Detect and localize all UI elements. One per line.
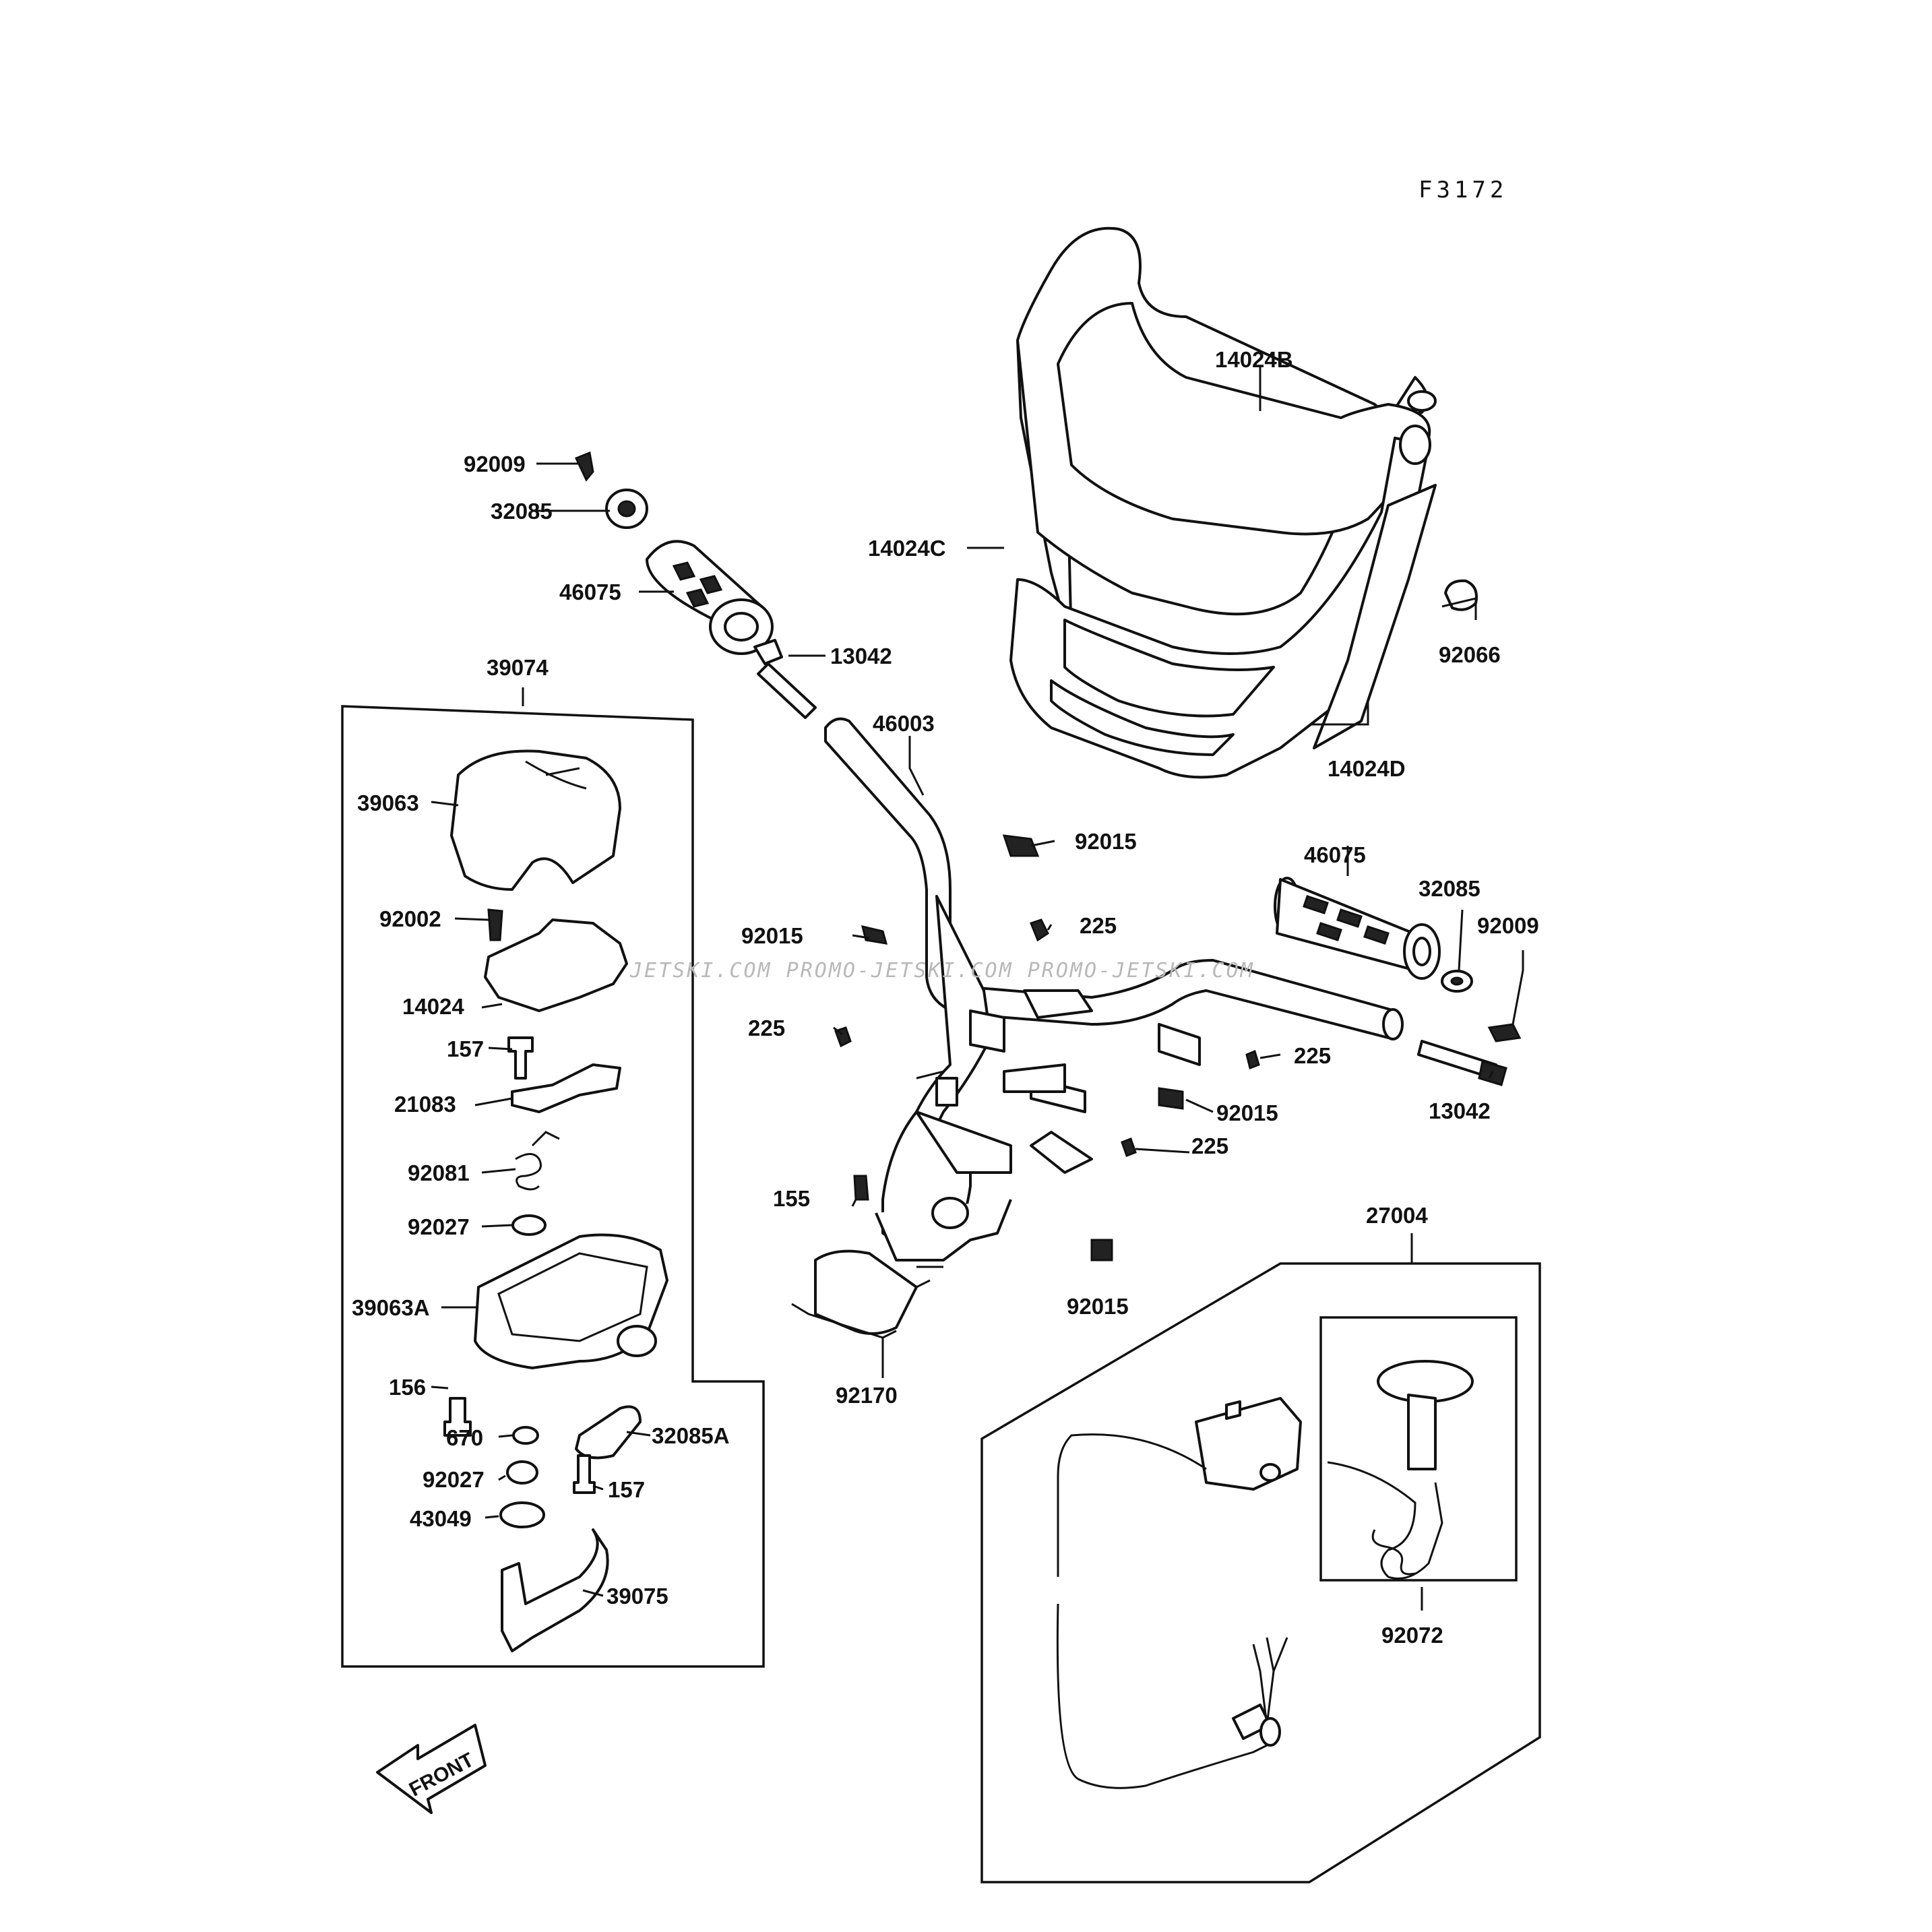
- lanyard-inner-box: [1319, 1316, 1518, 1582]
- watermark-text: JETSKI.COM PROMO-JETSKI.COM PROMO-JETSKI…: [629, 959, 1255, 983]
- label-46003: 46003: [873, 711, 935, 736]
- label-92027-a: 92027: [408, 1214, 470, 1239]
- label-92009-right: 92009: [1477, 913, 1539, 938]
- label-92009-top: 92009: [464, 451, 526, 476]
- label-670: 670: [446, 1425, 483, 1450]
- label-225-d: 225: [1191, 1133, 1228, 1158]
- label-32085-top: 32085: [491, 499, 553, 524]
- label-92015-c: 92015: [1216, 1100, 1278, 1125]
- label-43049: 43049: [410, 1506, 472, 1531]
- label-157-b: 157: [608, 1477, 645, 1502]
- bolt-157-a-drawing: [507, 1036, 534, 1080]
- fasteners-drawing: [834, 834, 1260, 1261]
- grommet-92066-drawing: [1444, 579, 1478, 611]
- label-92072: 92072: [1381, 1623, 1443, 1648]
- label-14024C: 14024C: [868, 536, 946, 561]
- bushing-92027-b-drawing: [506, 1460, 538, 1485]
- label-92002: 92002: [379, 906, 441, 931]
- left-grip-drawing: [574, 451, 817, 719]
- label-225-a: 225: [1080, 913, 1117, 938]
- label-39063: 39063: [357, 790, 419, 815]
- washer-670-drawing: [512, 1426, 539, 1445]
- screw-92002-drawing: [487, 908, 503, 941]
- throttle-cover-39063-drawing: [450, 749, 621, 891]
- label-46075-right: 46075: [1304, 842, 1366, 867]
- bolt-156-drawing: [443, 1397, 472, 1437]
- label-39075: 39075: [606, 1584, 668, 1609]
- throttle-lever-39075-drawing: [501, 1528, 609, 1652]
- clip-32085A-drawing: [575, 1405, 642, 1460]
- handlebar-frame-drawing: [824, 717, 1404, 1268]
- figure-code: F3172: [1419, 177, 1507, 204]
- stop-switch-box: [980, 1262, 1541, 1883]
- label-14024D: 14024D: [1328, 756, 1406, 781]
- gasket-14024-drawing: [484, 918, 628, 1012]
- throttle-housing-39063A-drawing: [474, 1233, 668, 1369]
- label-92066: 92066: [1439, 642, 1501, 667]
- label-92170: 92170: [836, 1383, 898, 1408]
- bolt-157-b-drawing: [573, 1454, 596, 1494]
- label-39063A: 39063A: [352, 1295, 430, 1320]
- label-13042-left: 13042: [830, 644, 892, 668]
- label-14024B: 14024B: [1215, 347, 1293, 372]
- label-156: 156: [389, 1375, 426, 1400]
- seal-43049-drawing: [499, 1501, 545, 1528]
- spring-92081-drawing: [515, 1131, 560, 1191]
- front-direction-indicator: FRONT: [376, 1724, 487, 1814]
- label-39074: 39074: [487, 655, 549, 680]
- throttle-assembly-box: [341, 705, 765, 1668]
- hood-cover-drawing: [1009, 226, 1437, 779]
- label-157-a: 157: [447, 1036, 484, 1061]
- label-92015-a: 92015: [1075, 829, 1137, 854]
- label-92027-b: 92027: [423, 1467, 485, 1492]
- leader-lines: [431, 367, 1524, 1611]
- lanyard-92072-drawing: [1327, 1360, 1474, 1580]
- label-46075-left: 46075: [559, 580, 621, 604]
- label-13042-right: 13042: [1429, 1098, 1491, 1123]
- stop-switch-drawing: [1056, 1397, 1302, 1789]
- box-bracket-92170-drawing: [791, 1249, 931, 1368]
- label-21083: 21083: [394, 1092, 456, 1117]
- label-92015-d: 92015: [1067, 1294, 1129, 1319]
- label-32085-right: 32085: [1419, 876, 1481, 901]
- label-27004: 27004: [1366, 1203, 1428, 1228]
- lever-21083-drawing: [511, 1063, 621, 1113]
- right-grip-drawing: [1274, 877, 1522, 1086]
- label-225-b: 225: [748, 1016, 785, 1040]
- label-14024: 14024: [402, 994, 464, 1019]
- bushing-92027-a-drawing: [511, 1214, 547, 1236]
- label-225-c: 225: [1294, 1043, 1331, 1068]
- label-92081: 92081: [408, 1160, 470, 1185]
- label-155: 155: [773, 1186, 810, 1211]
- label-92015-b: 92015: [741, 923, 803, 948]
- label-32085A: 32085A: [652, 1423, 730, 1448]
